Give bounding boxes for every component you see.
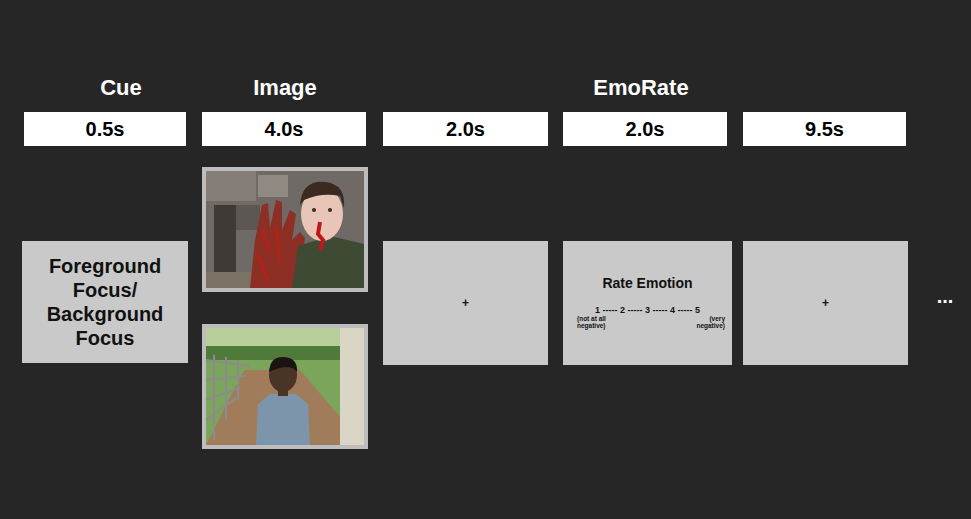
phase-heading: Cue: [100, 75, 142, 101]
photo-frame: [202, 324, 368, 449]
duration-text: 2.0s: [626, 118, 665, 141]
duration-box: 4.0s: [202, 112, 366, 146]
stone-wall: [206, 171, 364, 288]
stone: [258, 175, 288, 197]
rating-screen: Rate Emotion 1 ----- 2 ----- 3 ----- 4 --…: [563, 241, 732, 365]
blood-streak: [258, 228, 280, 280]
photo-frame: [202, 167, 368, 292]
phase-heading: Image: [253, 75, 317, 101]
continuation-mark: ...: [937, 285, 954, 308]
wall: [340, 328, 364, 445]
fixation-screen: +: [743, 241, 908, 365]
duration-box: 2.0s: [563, 112, 727, 146]
duration-text: 9.5s: [805, 118, 844, 141]
shirt: [256, 394, 310, 445]
screen-text: Foreground Focus/ Background Focus: [28, 254, 182, 350]
stone: [206, 171, 256, 201]
scale-anchor: (not at all negative): [577, 315, 623, 330]
duration-box: 2.0s: [383, 112, 548, 146]
neck: [278, 389, 288, 396]
screen-title: Rate Emotion: [563, 275, 732, 291]
duration-text: 4.0s: [265, 118, 304, 141]
eye: [328, 208, 332, 212]
duration-box: 9.5s: [743, 112, 906, 146]
duration-text: 0.5s: [86, 118, 125, 141]
screen-text: +: [462, 296, 469, 310]
scale-anchor: (very negative): [683, 315, 725, 330]
trees: [206, 328, 364, 445]
phase-heading: EmoRate: [593, 75, 688, 101]
duration-text: 2.0s: [446, 118, 485, 141]
negative-photo: [202, 167, 368, 292]
cue-screen: Foreground Focus/ Background Focus: [22, 241, 188, 363]
jacket: [292, 236, 364, 288]
screen-text: +: [822, 296, 829, 310]
duration-box: 0.5s: [24, 112, 186, 146]
railing: [206, 355, 250, 440]
fixation-screen: +: [383, 241, 548, 365]
nose-blood: [318, 222, 323, 250]
eye: [312, 208, 316, 212]
hair: [269, 357, 297, 372]
rating-scale: 1 ----- 2 ----- 3 ----- 4 ----- 5: [563, 305, 732, 315]
hair: [300, 182, 344, 208]
neutral-photo: [202, 324, 368, 449]
